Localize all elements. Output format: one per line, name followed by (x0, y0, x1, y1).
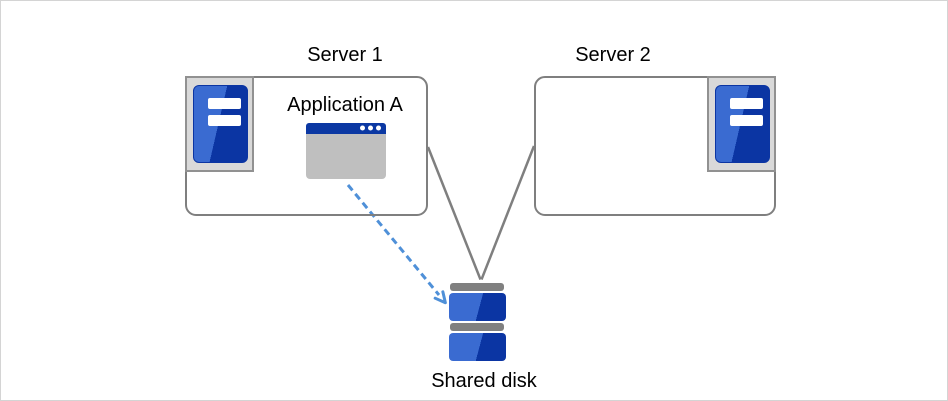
server-icon-slot (730, 115, 763, 126)
server-icon (715, 85, 770, 163)
server-icon-slot (208, 98, 241, 109)
application-label: Application A (287, 94, 403, 116)
server-icon-slot (208, 115, 241, 126)
server-icon (193, 85, 248, 163)
server-icon-slot (730, 98, 763, 109)
disk-unit (449, 293, 506, 321)
disk-unit (449, 333, 506, 361)
server1-icon-frame (185, 76, 254, 172)
shared-disk-label: Shared disk (431, 370, 537, 392)
disk-cap (450, 283, 504, 291)
disk-cap (450, 323, 504, 331)
connector-server2-disk (480, 145, 536, 280)
application-window-body (306, 133, 386, 179)
server1-label: Server 1 (307, 44, 383, 66)
window-buttons-icon (360, 125, 381, 131)
application-titlebar (306, 123, 386, 134)
server2-label: Server 2 (575, 44, 651, 66)
application-window-icon (306, 123, 386, 179)
connector-server1-disk (426, 146, 482, 280)
server2-icon-frame (707, 76, 776, 172)
